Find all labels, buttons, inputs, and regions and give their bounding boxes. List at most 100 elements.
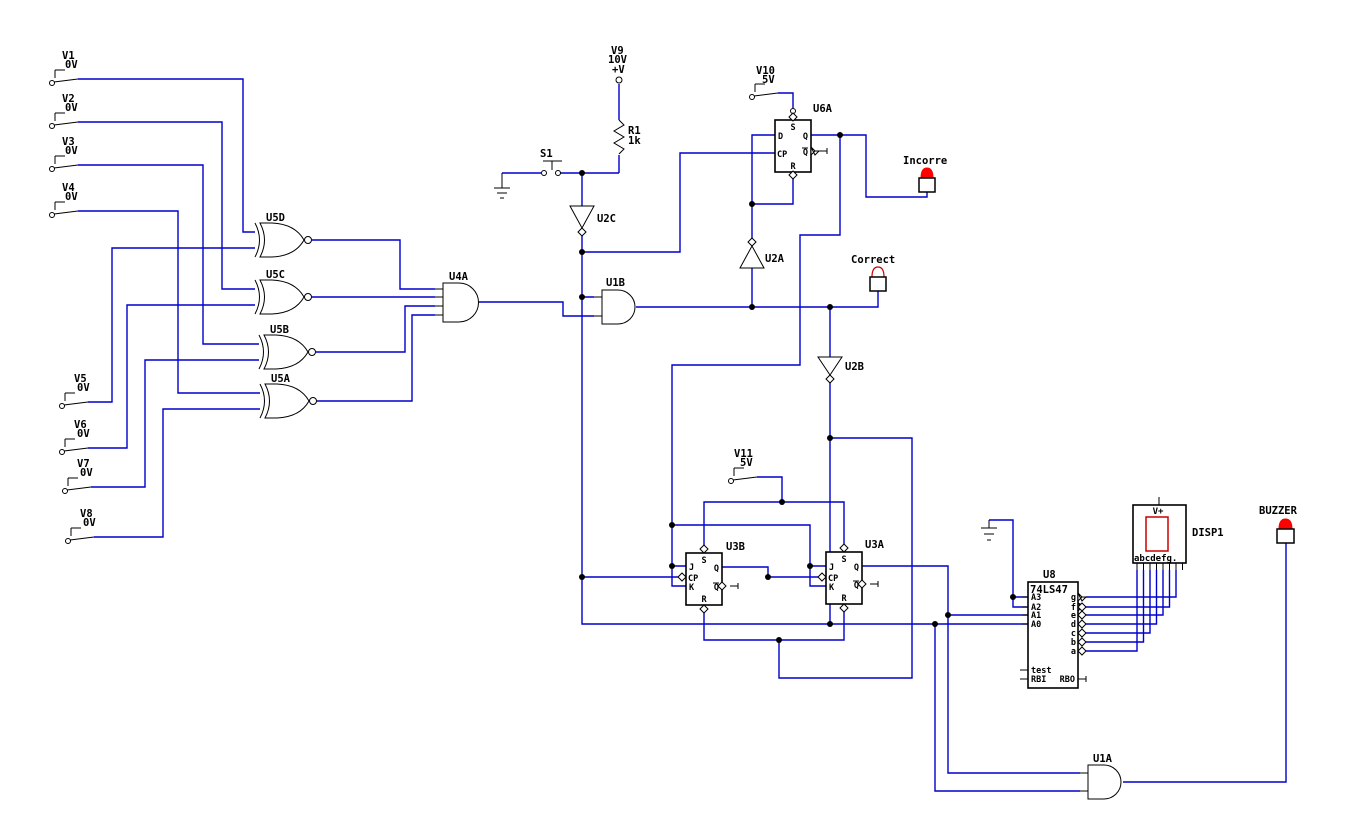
ground-symbol-left [494,173,510,199]
pin-r: R [701,595,707,605]
bcd-decoder-u8[interactable]: U8 74LS47 A3 A2 A1 A0 g f e d c b a test… [1020,569,1088,689]
pin-cp: CP [828,574,838,584]
voltage-source-v4[interactable]: V4 0V [49,182,79,218]
pin-cp: CP [777,150,787,160]
gate-label: U5B [270,324,289,336]
buzzer-indicator[interactable]: BUZZER [1259,505,1298,544]
and-gate-u1a[interactable]: U1A [1080,753,1122,800]
flipflop-label: U3B [726,541,745,553]
pin-f: f [1071,603,1076,613]
xnor-gate-u5b[interactable]: U5B [258,324,316,370]
gate-label: U2C [597,213,616,225]
junction-dots [579,132,1016,643]
pin-test: test [1031,666,1051,676]
jk-flipflop-u3b[interactable]: S J CP K R Q Q U3B [677,541,745,614]
led-correct[interactable]: Correct [851,254,895,292]
gate-label: U2B [845,361,864,373]
buzzer-label: BUZZER [1259,505,1298,517]
source-value: 0V [65,59,78,71]
xnor-gate-u5c[interactable]: U5C [254,269,312,315]
gate-label: U2A [765,253,785,265]
and-gate-u1b[interactable]: U1B [594,277,636,325]
decoder-part: 74LS47 [1030,584,1068,596]
pin-rbi: RBI [1031,675,1046,685]
xnor-gate-u5d[interactable]: U5D [254,212,312,258]
source-value: 10V [608,54,628,66]
pin-q: Q [714,564,719,574]
voltage-source-v3[interactable]: V3 0V [49,136,79,172]
and-gate-u4a[interactable]: U4A [435,271,479,323]
inverter-u2a[interactable]: U2A [739,237,785,269]
buzzer-bulb-on [1278,518,1293,530]
xnor-gate-u5a[interactable]: U5A [259,373,317,419]
pin-qbar: Q [714,583,719,593]
pin-s: S [790,123,795,133]
voltage-source-v6[interactable]: V6 0V [59,419,91,455]
gate-label: U1B [606,277,625,289]
pin-j: J [689,563,694,573]
resistor-value: 1k [628,135,641,147]
flipflop-label: U6A [813,103,833,115]
display-label: DISP1 [1192,527,1224,539]
source-name: V1 [62,50,75,62]
pin-e: e [1071,611,1076,621]
voltage-source-v8[interactable]: V8 0V [65,508,97,544]
pin-cp: CP [688,574,698,584]
source-value: 0V [83,517,96,529]
source-value: 0V [65,191,78,203]
gate-label: U5C [266,269,285,281]
pin-g: g [1071,593,1076,603]
inverter-u2b[interactable]: U2B [817,356,864,384]
pin-d: d [1071,620,1076,630]
pin-a1: A1 [1031,611,1041,621]
source-name: V5 [74,373,87,385]
pin-a3: A3 [1031,593,1041,603]
pin-a2: A2 [1031,603,1041,613]
display-segments: abcdefg. [1134,554,1177,564]
led-incorrect[interactable]: Incorre [903,155,947,193]
voltage-source-v7[interactable]: V7 0V [62,458,94,494]
wire [78,78,1287,792]
jk-flipflop-u3a[interactable]: S J CP K R Q Q U3A [817,539,885,613]
display-digit-area [1145,516,1169,552]
pin-q: Q [854,563,859,573]
switch-s1[interactable]: S1 [540,148,562,176]
source-name: V11 [734,448,753,460]
source-terminal: +V [612,64,625,76]
pin-k: K [689,583,695,593]
source-name: V6 [74,419,87,431]
wire-layer[interactable] [78,78,1287,792]
d-flipflop-u6a[interactable]: S D CP R Q Q U6A [774,103,833,180]
pin-q: Q [803,132,808,142]
source-value: 0V [65,102,78,114]
pin-s: S [841,555,846,565]
resistor-name: R1 [628,125,641,137]
source-name: V4 [62,182,75,194]
source-value: 0V [77,428,90,440]
switch-label: S1 [540,148,553,160]
source-name: V3 [62,136,75,148]
voltage-source-v1[interactable]: V1 0V [49,50,79,86]
voltage-source-v5[interactable]: V5 0V [59,373,91,409]
seven-segment-display-disp1[interactable]: V+ abcdefg. DISP1 [1132,497,1224,570]
source-name: V8 [80,508,93,520]
inverter-u2c[interactable]: U2C [569,205,616,237]
voltage-source-v10[interactable]: V10 5V [749,65,779,100]
pin-k: K [829,583,835,593]
source-value: 0V [65,145,78,157]
resistor-r1[interactable]: R1 1k [613,119,641,155]
voltage-source-v2[interactable]: V2 0V [49,93,79,129]
pin-a: a [1071,647,1076,657]
pin-qbar: Q [854,581,859,591]
source-name: V7 [77,458,90,470]
voltage-source-v11[interactable]: V11 5V [728,448,758,484]
pin-r: R [790,162,796,172]
pin-b: b [1071,638,1076,648]
pin-r: R [841,594,847,604]
source-name: V10 [756,65,775,77]
ground-symbol-right [981,520,997,541]
voltage-source-v9[interactable]: V9 10V +V [608,45,628,84]
pin-a0: A0 [1031,620,1041,630]
